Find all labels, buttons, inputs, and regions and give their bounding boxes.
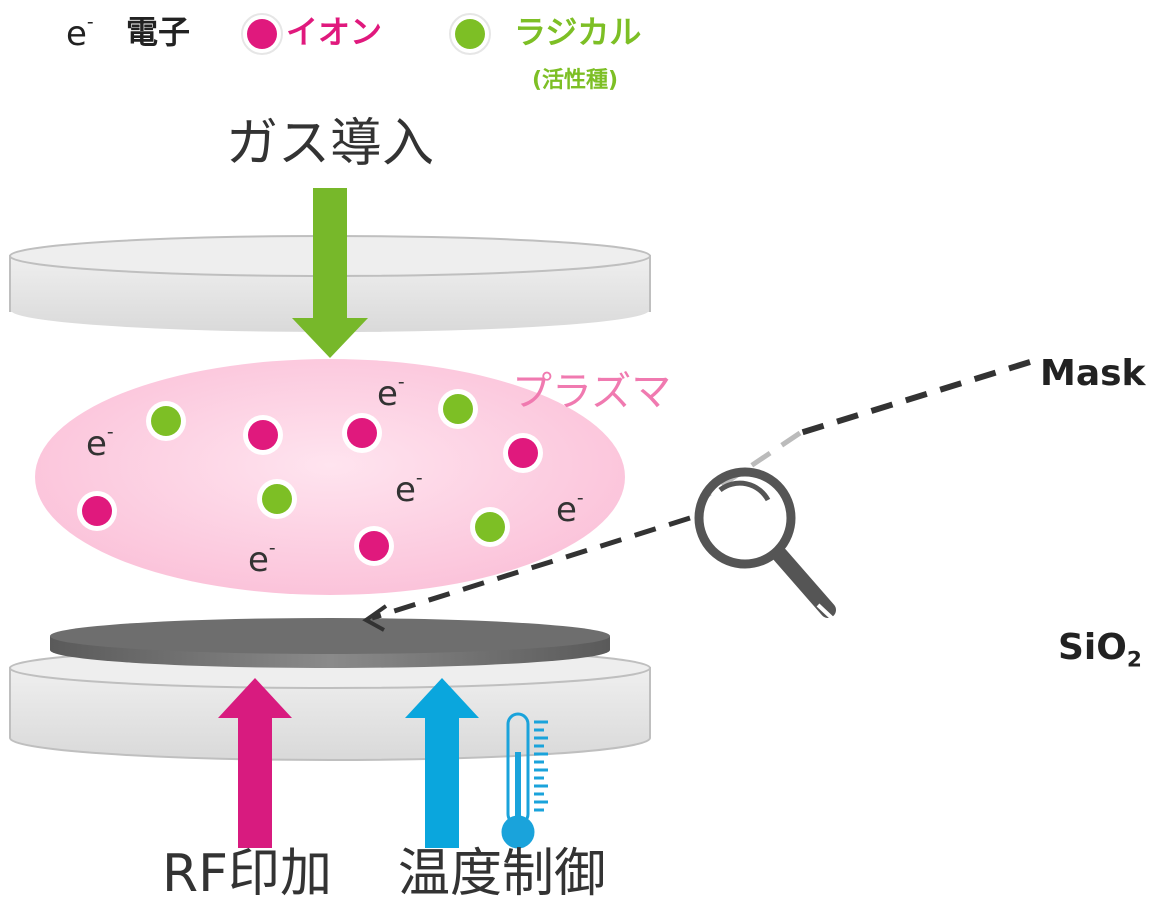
ion-particle [243, 415, 283, 455]
legend-radical-sublabel: (活性種) [532, 68, 619, 93]
electron-label: e- [377, 372, 405, 414]
legend-radical-label: ラジカル [514, 13, 642, 51]
electron-label: e- [248, 538, 276, 580]
ion-particle [354, 526, 394, 566]
electron-label: e- [86, 422, 114, 464]
thermometer-icon [501, 712, 548, 849]
ion-particle [342, 413, 382, 453]
temperature-control-label: 温度制御 [398, 844, 607, 904]
gas-inlet-arrow [292, 188, 368, 358]
temperature-control-arrow [405, 678, 479, 848]
radical-particle [438, 389, 478, 429]
legend-radical-icon [449, 13, 491, 55]
legend-ion-label: イオン [286, 13, 383, 51]
legend-ion-icon [241, 13, 283, 55]
sio2-label: SiO2 [1058, 627, 1142, 673]
plasma-particles [77, 389, 543, 566]
radical-particle [257, 479, 297, 519]
electron-label: e- [395, 468, 423, 510]
electron-label: e- [556, 488, 584, 530]
radical-particle [470, 507, 510, 547]
rf-power-label: RF印加 [162, 844, 333, 904]
rf-power-arrow [218, 678, 292, 848]
mask-label: Mask [1040, 353, 1146, 394]
legend-electron-symbol: e- [66, 12, 94, 54]
gas-inlet-label: ガス導入 [226, 114, 435, 174]
ion-particle [503, 433, 543, 473]
magnifier-icon [694, 467, 836, 622]
radical-particle [146, 401, 186, 441]
ion-particle [77, 491, 117, 531]
zoom-indicator [362, 359, 1031, 632]
plasma-label: プラズマ [512, 369, 672, 415]
wafer [50, 618, 610, 668]
legend-electron-label: 電子 [126, 13, 191, 51]
